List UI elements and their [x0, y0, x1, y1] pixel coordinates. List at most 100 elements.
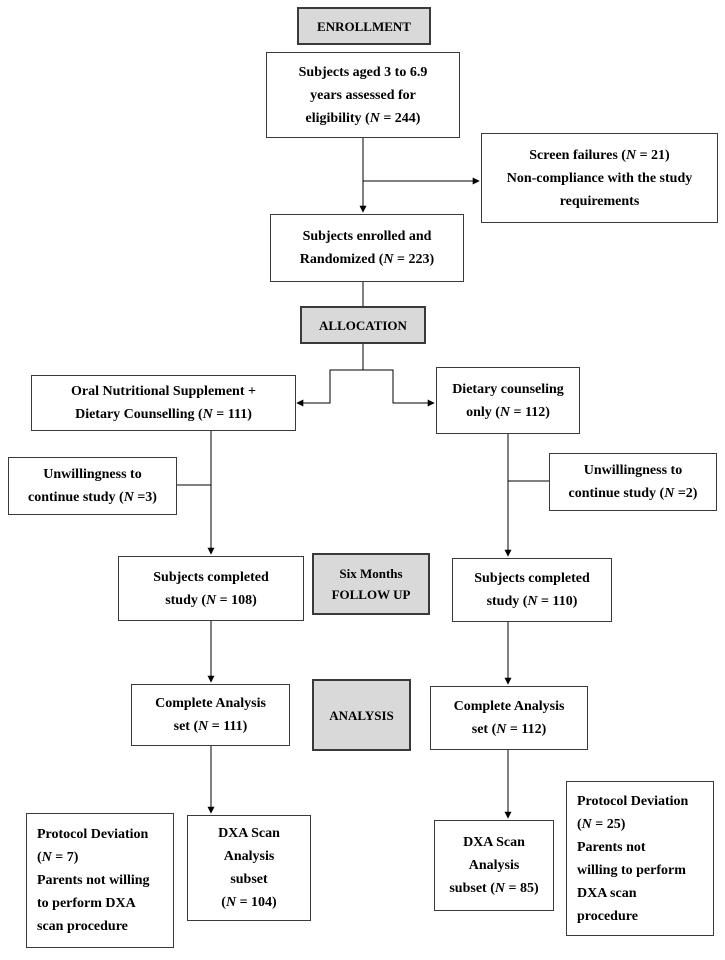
assessed-suffix: = 244): [379, 110, 421, 126]
arm-dc-box: Dietary counseling only (N = 112): [436, 367, 580, 434]
withdraw-ons-suffix: =3): [133, 490, 157, 505]
dxa-ons-suffix: = 104): [236, 895, 277, 910]
stage-enrollment: ENROLLMENT: [297, 7, 431, 45]
dxa-dc-count: subset (N = 85): [449, 877, 538, 900]
n-symbol: N: [225, 895, 237, 910]
n-symbol: N: [123, 490, 134, 505]
withdraw-ons-line: Unwillingness to: [43, 467, 142, 482]
analysis-ons-suffix: = 111): [208, 719, 248, 734]
withdraw-dc-suffix: =2): [674, 486, 698, 501]
n-symbol: N: [202, 407, 213, 422]
n-symbol: N: [664, 486, 675, 501]
n-symbol: N: [206, 592, 217, 608]
analysis-ons-count: set (N = 111): [174, 715, 248, 738]
connector-split-ons: [296, 369, 363, 407]
completed-ons-count: study (N = 108): [165, 589, 257, 612]
n-symbol: N: [198, 719, 209, 734]
deviation-ons-suffix: = 7): [51, 850, 79, 865]
assessed-line: Subjects aged 3 to 6.9: [298, 64, 428, 80]
stage-analysis-label: ANALYSIS: [329, 707, 394, 723]
completed-dc-prefix: study (: [486, 594, 528, 609]
deviation-ons-line: Protocol Deviation: [37, 827, 149, 842]
withdraw-dc-count: continue study (N =2): [569, 482, 698, 505]
screen-failures-count: Screen failures (N = 21): [529, 144, 669, 167]
stage-follow-up-line: FOLLOW UP: [331, 587, 411, 602]
assessed-count: eligibility (N = 244): [306, 107, 421, 130]
arm-ons-count: Dietary Counselling (N = 111): [75, 403, 252, 426]
enrolled-prefix: Randomized (: [299, 252, 384, 267]
n-symbol: N: [527, 594, 538, 609]
n-symbol: N: [369, 110, 380, 126]
dxa-ons-box: DXA Scan Analysis subset (N = 104): [187, 815, 311, 921]
arm-dc-line: Dietary counseling: [452, 381, 564, 397]
n-symbol: N: [625, 147, 637, 163]
stage-follow-up: Six Months FOLLOW UP: [312, 553, 430, 615]
withdraw-ons-box: Unwillingness to continue study (N =3): [8, 457, 177, 515]
analysis-dc-box: Complete Analysis set (N = 112): [430, 686, 588, 750]
analysis-ons-box: Complete Analysis set (N = 111): [131, 684, 290, 746]
completed-ons-suffix: = 108): [216, 592, 257, 608]
deviation-ons-line: to perform DXA: [37, 896, 136, 911]
deviation-dc-line: procedure: [577, 908, 638, 924]
withdraw-ons-prefix: continue study (: [28, 490, 124, 505]
screen-failures-line: Non-compliance with the study: [506, 170, 693, 186]
deviation-ons-count: (N = 7): [37, 846, 78, 869]
dxa-dc-box: DXA Scan Analysis subset (N = 85): [434, 820, 554, 911]
assessed-line: years assessed for: [310, 87, 416, 103]
completed-ons-box: Subjects completed study (N = 108): [118, 556, 304, 621]
completed-dc-box: Subjects completed study (N = 110): [452, 558, 612, 622]
dxa-ons-line: Analysis: [223, 849, 275, 864]
completed-ons-line: Subjects completed: [153, 569, 269, 585]
enrolled-count: Randomized (N = 223): [300, 248, 434, 271]
completed-dc-suffix: = 110): [537, 594, 578, 609]
assessed-prefix: eligibility (: [305, 110, 370, 126]
stage-follow-up-line: Six Months: [339, 566, 403, 581]
stage-analysis: ANALYSIS: [312, 679, 411, 751]
dxa-ons-count: (N = 104): [221, 891, 276, 914]
analysis-ons-prefix: set (: [173, 719, 199, 734]
stage-enrollment-label: ENROLLMENT: [317, 18, 411, 34]
screen-failures-prefix: Screen failures (: [529, 147, 626, 163]
arm-ons-line: Oral Nutritional Supplement +: [71, 384, 256, 399]
n-symbol: N: [496, 722, 507, 737]
deviation-ons-prefix: (: [37, 850, 42, 865]
completed-ons-prefix: study (: [165, 592, 207, 608]
dxa-ons-line: DXA Scan: [218, 826, 280, 841]
deviation-dc-count: (N = 25): [577, 813, 625, 836]
n-symbol: N: [494, 881, 505, 896]
deviation-dc-line: Protocol Deviation: [577, 793, 689, 809]
assessed-box: Subjects aged 3 to 6.9 years assessed fo…: [266, 52, 460, 138]
deviation-ons-box: Protocol Deviation (N = 7) Parents not w…: [26, 813, 174, 948]
arm-dc-suffix: = 112): [510, 404, 550, 420]
stage-allocation-label: ALLOCATION: [319, 317, 407, 333]
analysis-dc-line: Complete Analysis: [453, 699, 565, 714]
stage-allocation: ALLOCATION: [300, 306, 426, 344]
analysis-ons-line: Complete Analysis: [155, 696, 266, 711]
deviation-dc-suffix: = 25): [591, 816, 626, 832]
n-symbol: N: [499, 404, 511, 420]
arm-ons-suffix: = 111): [212, 407, 252, 422]
dxa-dc-line: Analysis: [468, 858, 520, 873]
deviation-dc-line: willing to perform: [577, 862, 686, 878]
deviation-dc-line: Parents not: [577, 839, 646, 855]
connector-split-dc: [363, 369, 435, 407]
arm-dc-count: only (N = 112): [466, 401, 550, 424]
withdraw-dc-box: Unwillingness to continue study (N =2): [549, 453, 717, 511]
withdraw-ons-count: continue study (N =3): [28, 486, 157, 509]
enrolled-line: Subjects enrolled and: [302, 229, 432, 244]
arm-ons-prefix: Dietary Counselling (: [75, 407, 203, 422]
withdraw-dc-prefix: continue study (: [568, 486, 665, 501]
deviation-dc-prefix: (: [577, 816, 582, 832]
n-symbol: N: [383, 252, 394, 267]
arm-dc-prefix: only (: [466, 404, 500, 420]
screen-failures-suffix: = 21): [636, 147, 670, 163]
deviation-dc-line: DXA scan: [577, 885, 637, 901]
analysis-dc-suffix: = 112): [506, 722, 547, 737]
completed-dc-count: study (N = 110): [487, 590, 578, 613]
arm-ons-box: Oral Nutritional Supplement + Dietary Co…: [31, 375, 296, 431]
deviation-dc-box: Protocol Deviation (N = 25) Parents not …: [566, 781, 714, 936]
enrolled-suffix: = 223): [393, 252, 435, 267]
analysis-dc-count: set (N = 112): [472, 718, 547, 741]
screen-failures-box: Screen failures (N = 21) Non-compliance …: [481, 133, 718, 223]
